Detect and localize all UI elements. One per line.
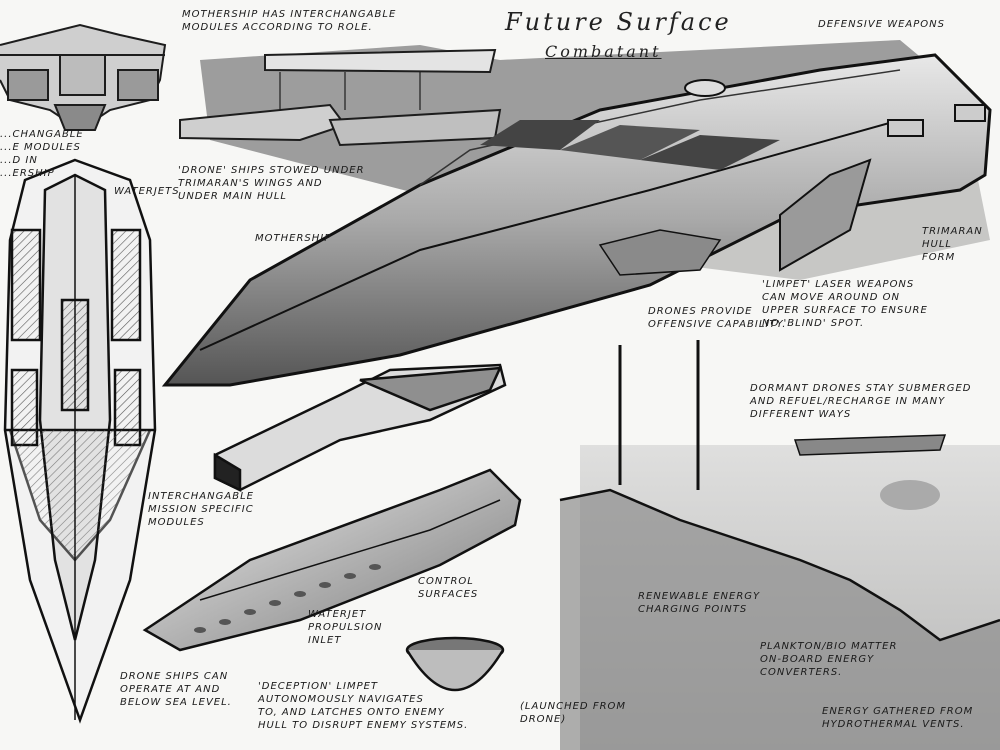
sheet-title: Future Surface xyxy=(505,8,732,36)
note-left-modules: ...changable ...e modules ...d in ...ers… xyxy=(0,129,84,179)
note-defensive-weapons: Defensive weapons xyxy=(818,19,945,30)
note-interchangable-mission: Interchangable mission specific modules xyxy=(148,491,254,528)
note-mothership-modules: Mothership has interchangable modules ac… xyxy=(182,9,397,33)
note-renewable-energy: Renewable energy charging points xyxy=(638,591,761,615)
deception-limpet xyxy=(405,636,505,692)
note-trimaran-hull: Trimaran hull form xyxy=(922,226,983,263)
note-launched-from-drone: (Launched from drone) xyxy=(520,701,627,725)
drone-ship xyxy=(142,468,522,652)
plan-view-hull xyxy=(3,158,157,724)
mission-module xyxy=(213,363,507,492)
mothership-hull xyxy=(161,53,992,387)
note-limpet-laser: 'Limpet' laser weapons can move around o… xyxy=(762,279,928,329)
note-control-surfaces: Control surfaces xyxy=(418,576,479,600)
sheet-subtitle: Combatant xyxy=(545,42,662,61)
note-waterjets: Waterjets xyxy=(114,186,180,197)
hull-cross-section-sketch xyxy=(0,23,167,132)
underwater-scene xyxy=(559,340,1000,750)
note-drones-offensive: Drones provide offensive capability. xyxy=(648,306,787,330)
note-deception-limpet: 'Deception' limpet autonomously navigate… xyxy=(258,681,469,731)
note-plankton: Plankton/Bio matter on-board energy conv… xyxy=(760,641,898,678)
note-waterjet-propulsion: Waterjet propulsion inlet xyxy=(308,609,383,646)
note-drone-ships-operate: Drone ships can operate at and below sea… xyxy=(120,671,232,708)
note-drone-ships-stowed: 'Drone' ships stowed under trimaran's wi… xyxy=(178,165,365,202)
note-hydrothermal: Energy gathered from hydrothermal vents. xyxy=(822,706,974,730)
note-mothership: Mothership xyxy=(255,233,332,244)
note-dormant-drones: Dormant drones stay submerged and refuel… xyxy=(750,383,972,420)
